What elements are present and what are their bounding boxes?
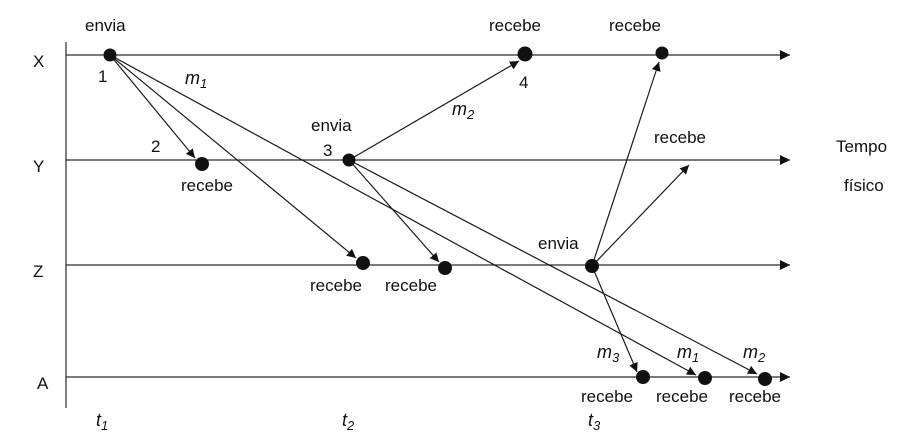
label-x-send: envia <box>85 16 126 35</box>
time-mark-t1: t1 <box>96 410 108 433</box>
process-label-a: A <box>37 374 49 393</box>
event-dot-z-receive-1 <box>356 256 370 270</box>
event-dot-a-receive-m3 <box>636 370 650 384</box>
arrow-m1-x-to-a <box>109 54 697 376</box>
time-mark-t2: t2 <box>342 410 355 433</box>
event-number-1: 1 <box>98 67 107 86</box>
arrow-z-to-y <box>591 164 690 267</box>
label-x-receive-4: recebe <box>489 16 541 35</box>
time-axis-label-line1: Tempo <box>836 137 887 156</box>
label-a-receive-m2: recebe <box>729 387 781 406</box>
label-a-receive-m1: recebe <box>656 387 708 406</box>
time-mark-t3: t3 <box>588 410 601 433</box>
message-label-m1-top: m1 <box>185 68 207 91</box>
message-label-m1-bottom: m1 <box>677 342 699 365</box>
arrow-y-to-z <box>348 159 440 263</box>
label-y-receive-2: recebe <box>181 176 233 195</box>
event-dot-4 <box>517 46 533 62</box>
event-dot-1 <box>103 48 117 62</box>
event-dot-3 <box>342 153 356 167</box>
event-number-3: 3 <box>323 141 332 160</box>
arrow-z-to-x <box>591 61 661 267</box>
arrow-x-to-z <box>109 54 357 259</box>
event-dot-a-receive-m2 <box>758 372 772 386</box>
event-number-4: 4 <box>519 73 528 92</box>
process-label-y: Y <box>33 157 44 176</box>
event-dot-z-receive-2 <box>438 261 452 275</box>
message-label-m2-bottom: m2 <box>743 342 766 365</box>
label-z-receive-1: recebe <box>310 276 362 295</box>
arrow-m2-y-to-x <box>348 60 520 161</box>
label-z-send: envia <box>538 234 579 253</box>
message-label-m3: m3 <box>597 342 620 365</box>
label-z-receive-2: recebe <box>385 276 437 295</box>
label-y-receive: recebe <box>654 128 706 147</box>
process-label-x: X <box>33 52 44 71</box>
event-dot-z-send <box>585 259 599 273</box>
event-dot-2 <box>195 157 209 171</box>
event-number-2: 2 <box>151 137 160 156</box>
arrow-m3-z-to-a <box>591 265 638 373</box>
message-label-m2-top: m2 <box>452 99 475 122</box>
label-y-send: envia <box>311 116 352 135</box>
arrow-x-to-y <box>109 54 196 159</box>
event-dot-a-receive-m1 <box>698 371 712 385</box>
label-a-receive-m3: recebe <box>581 387 633 406</box>
label-x-receive: recebe <box>609 16 661 35</box>
process-label-z: Z <box>33 262 43 281</box>
time-axis-label-line2: físico <box>844 176 884 195</box>
event-dot-x-receive <box>655 46 669 60</box>
arrow-m2-y-to-a <box>348 159 758 375</box>
